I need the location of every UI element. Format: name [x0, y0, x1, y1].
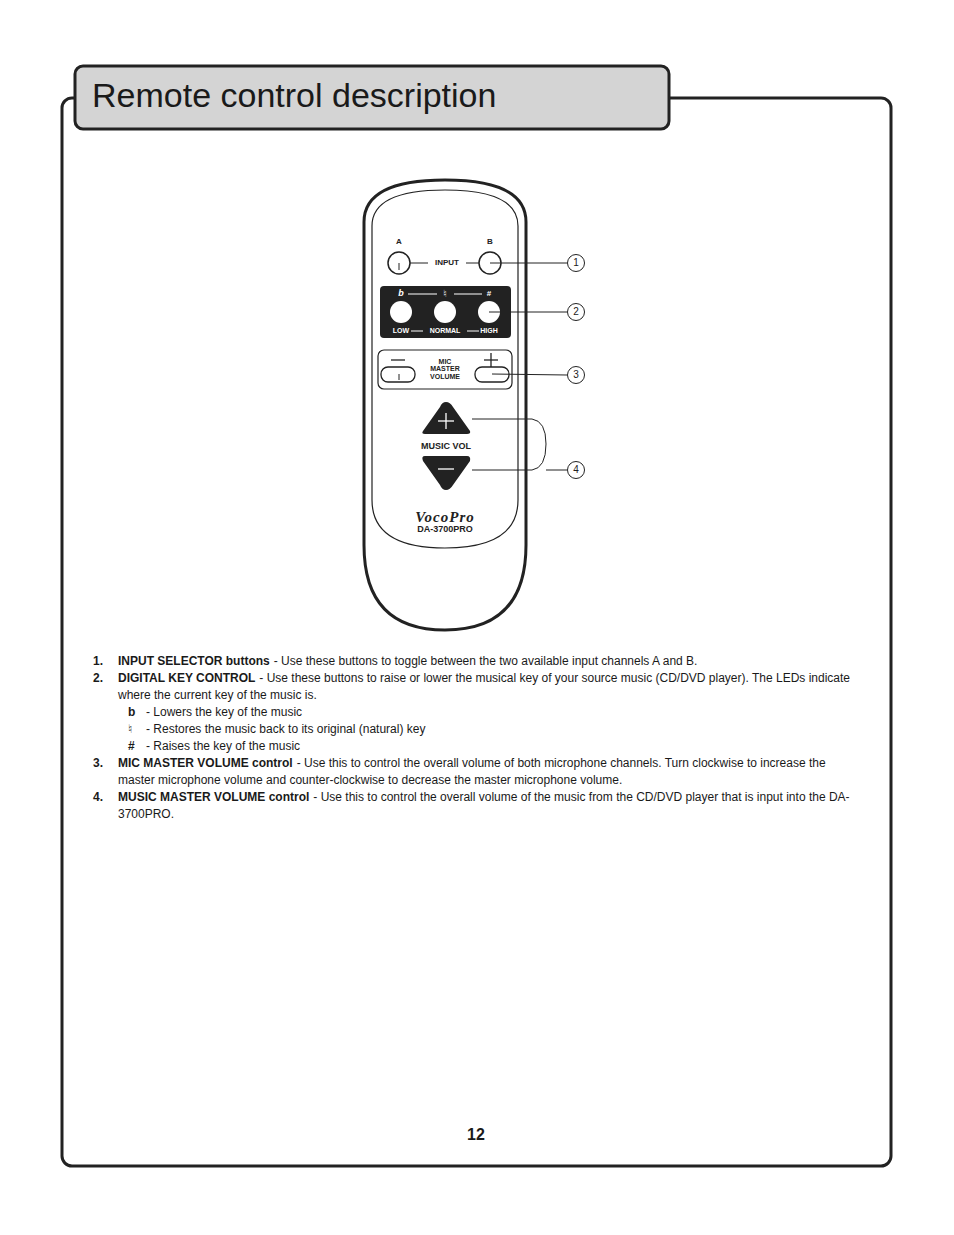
page-number: 12 [467, 1127, 485, 1144]
callout-number: 2 [573, 307, 579, 318]
callout-number: 3 [573, 370, 579, 381]
model-label: DA-3700PRO [417, 525, 473, 534]
mic-label: MIC MASTER VOLUME [423, 358, 467, 380]
item-number: 2. [93, 670, 103, 687]
item-text: MIC MASTER VOLUME control- Use this to c… [118, 755, 853, 789]
key-symbol: ♮ [128, 721, 142, 738]
callout-circles [568, 255, 585, 479]
list-item: 3. MIC MASTER VOLUME control- Use this to… [93, 755, 853, 789]
item-body: - Lowers the key of the music [146, 705, 302, 719]
list-subitem: ♮ - Restores the music back to its origin… [128, 721, 425, 738]
key-flat-button [390, 301, 412, 323]
key-symbol: # [487, 290, 491, 298]
key-line [408, 294, 437, 295]
key-line [454, 294, 482, 295]
plus-symbol [490, 353, 491, 367]
item-number: 3. [93, 755, 103, 772]
mic-minus-button [381, 367, 415, 382]
mic-panel [378, 350, 512, 389]
leader-lines [399, 263, 567, 470]
item-heading: MUSIC MASTER VOLUME control [118, 790, 309, 804]
item-number: 4. [93, 789, 103, 806]
list-item: 1. INPUT SELECTOR buttons - Use these butt… [93, 653, 853, 670]
music-up-button [422, 402, 470, 434]
key-symbol: b [128, 704, 142, 721]
item-number: 1. [93, 653, 103, 670]
item-heading: DIGITAL KEY CONTROL [118, 671, 255, 685]
item-heading: INPUT SELECTOR buttons [118, 654, 270, 668]
music-label: MUSIC VOL [421, 442, 471, 451]
item-body: - Raises the key of the music [146, 739, 300, 753]
input-line [410, 263, 428, 264]
callout-number: 1 [573, 258, 579, 269]
page-title: Remote control description [92, 76, 496, 115]
item-text: INPUT SELECTOR buttons - Use these button… [118, 653, 853, 670]
key-symbol: # [128, 738, 142, 755]
title-tab [75, 66, 669, 129]
input-a-button [388, 252, 410, 274]
key-natural-button [434, 301, 456, 323]
button-label: INPUT [435, 259, 459, 267]
list-item: 2. DIGITAL KEY CONTROL- Use these buttons… [93, 670, 853, 704]
key-line [411, 331, 423, 332]
list-subitem: # - Raises the key of the music [128, 738, 300, 755]
remote-body [364, 180, 526, 630]
key-line [467, 331, 479, 332]
key-label: NORMAL [430, 327, 461, 334]
button-label: B [487, 238, 493, 246]
callout-number: 4 [573, 465, 579, 476]
item-heading: MIC MASTER VOLUME control [118, 756, 293, 770]
key-label: HIGH [480, 327, 498, 334]
plus-symbol [445, 413, 446, 429]
music-down-button [422, 456, 470, 490]
item-body: - Use these buttons to toggle between th… [274, 654, 698, 668]
key-label: LOW [393, 327, 409, 334]
minus-symbol [438, 468, 454, 469]
key-symbol: ♮ [443, 289, 447, 300]
page-frame [62, 98, 891, 1166]
list-item: 4. MUSIC MASTER VOLUME control- Use this … [93, 789, 853, 823]
list-subitem: b - Lowers the key of the music [128, 704, 302, 721]
item-body: - Restores the music back to its origina… [146, 722, 425, 736]
minus-symbol [391, 359, 405, 360]
input-line [466, 263, 479, 264]
key-symbol: b [398, 289, 404, 298]
item-text: MUSIC MASTER VOLUME control- Use this to… [118, 789, 853, 823]
brand-logo: VocoPro [415, 510, 475, 526]
remote-face [372, 190, 518, 548]
button-label: A [396, 238, 402, 246]
item-text: DIGITAL KEY CONTROL- Use these buttons t… [118, 670, 853, 704]
